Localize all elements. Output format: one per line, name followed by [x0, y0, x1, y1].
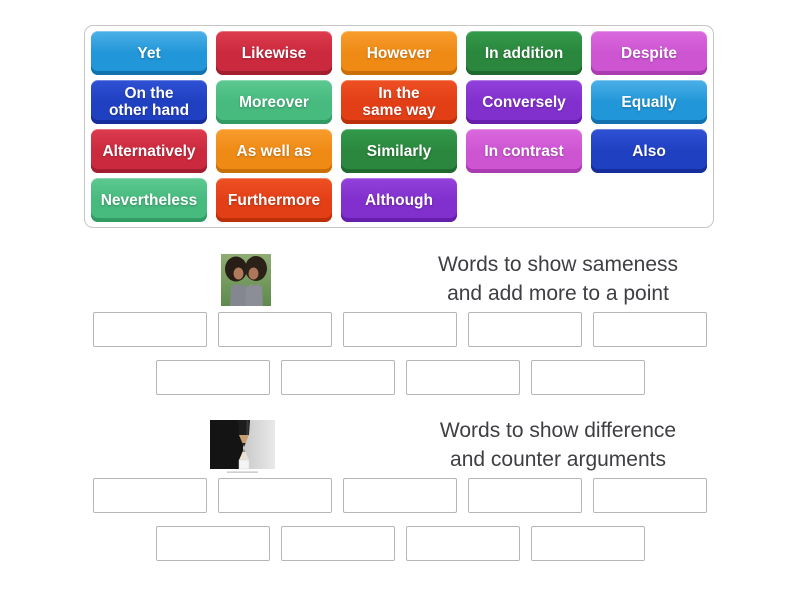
drop-slot[interactable]	[468, 312, 582, 347]
tile-similarly[interactable]: Similarly	[341, 129, 457, 173]
tile-also[interactable]: Also	[591, 129, 707, 173]
drop-slot[interactable]	[343, 312, 457, 347]
tile-despite[interactable]: Despite	[591, 31, 707, 75]
tile-on-the-other-hand[interactable]: On the other hand	[91, 80, 207, 124]
tile-label: Moreover	[239, 93, 309, 111]
drop-slot[interactable]	[280, 526, 395, 561]
tile-label: Conversely	[482, 93, 566, 111]
tile-however[interactable]: However	[341, 31, 457, 75]
slot-row-sameness-1	[0, 312, 800, 347]
slot-row-difference-1	[0, 478, 800, 513]
tile-label: Equally	[621, 93, 677, 111]
tile-as-well-as[interactable]: As well as	[216, 129, 332, 173]
tile-label: In the same way	[362, 85, 436, 119]
tile-label: Furthermore	[227, 191, 321, 209]
drop-slot[interactable]	[530, 526, 645, 561]
tile-label: Despite	[621, 44, 677, 62]
tile-furthermore[interactable]: Furthermore	[216, 178, 332, 222]
slot-row-sameness-2	[0, 360, 800, 395]
tile-likewise[interactable]: Likewise	[216, 31, 332, 75]
tile-label: Yet	[137, 44, 161, 62]
tile-alternatively[interactable]: Alternatively	[91, 129, 207, 173]
twins-photo	[221, 254, 271, 306]
tile-yet[interactable]: Yet	[91, 31, 207, 75]
drop-slot[interactable]	[218, 478, 332, 513]
group-title-difference: Words to show difference and counter arg…	[408, 416, 708, 474]
drop-slot[interactable]	[405, 360, 520, 395]
group-title-line: Words to show sameness	[437, 253, 679, 276]
tile-label: As well as	[236, 142, 312, 160]
tile-nevertheless[interactable]: Nevertheless	[91, 178, 207, 222]
tile-label: Alternatively	[102, 142, 196, 160]
tile-in-contrast[interactable]: In contrast	[466, 129, 582, 173]
drop-slot[interactable]	[593, 312, 707, 347]
tile-label: Nevertheless	[100, 191, 198, 209]
drop-slot[interactable]	[155, 360, 270, 395]
tile-although[interactable]: Although	[341, 178, 457, 222]
tile-label: In addition	[484, 44, 564, 62]
tile-moreover[interactable]: Moreover	[216, 80, 332, 124]
tile-label: Similarly	[366, 142, 432, 160]
drop-slot[interactable]	[93, 312, 207, 347]
tile-in-addition[interactable]: In addition	[466, 31, 582, 75]
drop-slot[interactable]	[280, 360, 395, 395]
drop-slot[interactable]	[343, 478, 457, 513]
drop-slot[interactable]	[93, 478, 207, 513]
group-title-line: Words to show difference	[439, 419, 677, 442]
drop-slot[interactable]	[530, 360, 645, 395]
drop-slot[interactable]	[468, 478, 582, 513]
drop-slot[interactable]	[405, 526, 520, 561]
group-title-line: and add more to a point	[447, 282, 669, 305]
slot-row-difference-2	[0, 526, 800, 561]
tile-in-the-same-way[interactable]: In the same way	[341, 80, 457, 124]
tile-equally[interactable]: Equally	[591, 80, 707, 124]
group-title-sameness: Words to show sameness and add more to a…	[408, 250, 708, 308]
tile-label: On the other hand	[108, 85, 190, 119]
group-title-line: and counter arguments	[450, 448, 666, 471]
pencils-photo	[210, 420, 275, 475]
tile-label: In contrast	[484, 142, 564, 160]
drop-slot[interactable]	[218, 312, 332, 347]
tile-label: Likewise	[241, 44, 307, 62]
tile-label: However	[366, 44, 432, 62]
drop-slot[interactable]	[155, 526, 270, 561]
drop-slot[interactable]	[593, 478, 707, 513]
tile-label: Although	[364, 191, 433, 209]
tile-conversely[interactable]: Conversely	[466, 80, 582, 124]
tile-label: Also	[632, 142, 666, 160]
tile-pool: Yet Likewise However In addition Despite…	[84, 25, 714, 228]
